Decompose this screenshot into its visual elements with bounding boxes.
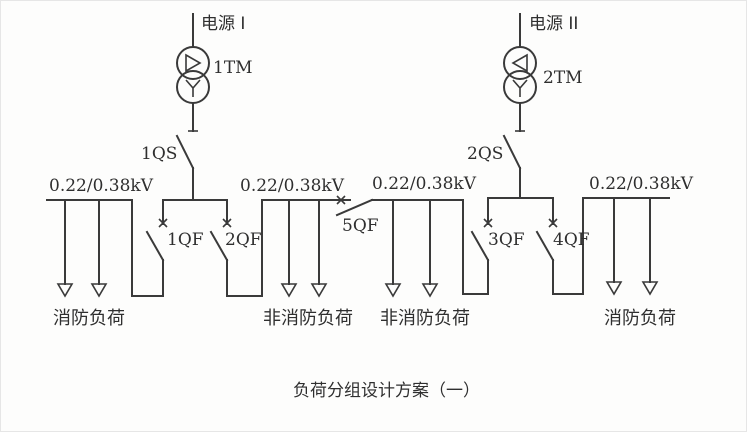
- breaker-5qf-blade[interactable]: [335, 198, 374, 217]
- source-1-label: 电源 I: [201, 14, 246, 34]
- load-arrow-icon: [384, 283, 402, 298]
- transformer-2-delta-icon: [511, 53, 528, 73]
- load-arrow-icon: [641, 281, 659, 296]
- breaker-3qf-x-icon: [483, 218, 493, 228]
- load-arrow-icon: [310, 283, 328, 298]
- load-arrow-icon: [421, 283, 439, 298]
- load-group-3-label: 非消防负荷: [380, 308, 470, 329]
- diagram-caption: 负荷分组设计方案（一）: [293, 381, 480, 401]
- isolator-2qs-label: 2QS: [467, 144, 504, 164]
- breaker-2qf-x-icon: [222, 218, 232, 228]
- breaker-2qf-label: 2QF: [225, 230, 262, 250]
- isolator-1qs-blade[interactable]: [175, 134, 195, 170]
- transformer-2-label: 2TM: [543, 68, 583, 88]
- breaker-3qf-blade[interactable]: [470, 230, 490, 262]
- transformer-2-primary-winding-icon: [503, 46, 537, 80]
- load-arrow-icon: [90, 283, 108, 298]
- breaker-5qf-x-icon: [336, 195, 346, 205]
- breaker-4qf-to-bus-4: [552, 197, 670, 295]
- load-group-1-label: 消防负荷: [53, 308, 125, 329]
- load-group-4-label: 消防负荷: [604, 308, 676, 329]
- source-2-feeder: [462, 13, 670, 295]
- breaker-4qf-x-icon: [548, 218, 558, 228]
- breaker-3qf-to-bus-3: [462, 199, 489, 295]
- breaker-1qf-to-bus-1: [46, 199, 164, 297]
- bus-4-voltage-label: 0.22/0.38kV: [589, 174, 694, 194]
- source-2-label: 电源 II: [529, 14, 579, 34]
- transformer-2-wye-icon: [512, 79, 528, 97]
- breaker-2qf-blade[interactable]: [209, 230, 229, 262]
- load-arrow-icon: [605, 281, 623, 296]
- isolator-1qs-label: 1QS: [141, 144, 178, 164]
- breaker-4qf-blade[interactable]: [535, 230, 555, 262]
- bus-1-loads: [56, 199, 108, 298]
- breaker-2qf-to-bus-2: [226, 199, 351, 297]
- load-arrow-icon: [56, 283, 74, 298]
- bus-3-voltage-label: 0.22/0.38kV: [372, 174, 477, 194]
- source-1-feeder: [46, 13, 351, 297]
- breaker-1qf-label: 1QF: [167, 230, 204, 250]
- bus-tie-5qf: [335, 195, 464, 217]
- breaker-1qf-x-icon: [158, 218, 168, 228]
- transformer-1-primary-winding-icon: [176, 46, 210, 80]
- breaker-5qf-label: 5QF: [342, 216, 379, 236]
- bus-3-loads: [384, 199, 439, 298]
- bus-2-loads: [280, 199, 328, 298]
- bus-1-voltage-label: 0.22/0.38kV: [49, 176, 154, 196]
- bus-4-loads: [605, 197, 659, 296]
- load-group-2-label: 非消防负荷: [263, 308, 353, 329]
- transformer-1-delta-icon: [185, 53, 202, 73]
- bus-2-voltage-label: 0.22/0.38kV: [240, 176, 345, 196]
- transformer-1-wye-icon: [185, 79, 201, 97]
- breaker-3qf-label: 3QF: [488, 230, 525, 250]
- isolator-2qs-blade[interactable]: [502, 134, 522, 170]
- load-arrow-icon: [280, 283, 298, 298]
- transformer-1-label: 1TM: [213, 58, 253, 78]
- breaker-1qf-blade[interactable]: [145, 230, 165, 262]
- breaker-4qf-label: 4QF: [553, 230, 590, 250]
